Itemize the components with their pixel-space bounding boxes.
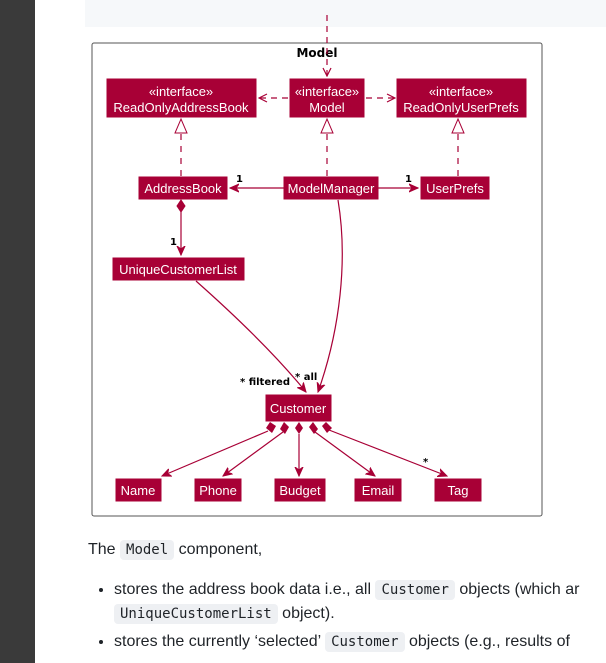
multiplicity-label: * <box>423 457 429 468</box>
node-label: Model <box>309 100 345 115</box>
node-phone: Phone <box>194 478 242 502</box>
node-label: AddressBook <box>144 181 222 196</box>
node-tag: Tag <box>434 478 482 502</box>
code-block-edge <box>85 0 606 27</box>
model-class-diagram: Model «interface» ReadOnlyAddressBook «i… <box>91 15 543 517</box>
intro-text: The <box>88 541 121 558</box>
node-unique-customer-list: UniqueCustomerList <box>112 257 245 281</box>
node-customer: Customer <box>265 394 332 422</box>
node-label: ReadOnlyAddressBook <box>113 100 249 115</box>
node-label: Customer <box>270 401 327 416</box>
multiplicity-label: * filtered <box>240 377 290 388</box>
bullet-text: stores the address book data i.e., all <box>114 581 376 598</box>
composition-customer-to-budget <box>295 422 303 476</box>
list-item: stores the currently ‘selected’ Customer… <box>114 630 606 654</box>
responsibility-list: stores the address book data i.e., all C… <box>88 578 606 658</box>
stereotype-label: «interface» <box>149 84 213 99</box>
inline-code: Model <box>120 540 175 560</box>
realization-address-book <box>174 117 188 176</box>
node-email: Email <box>354 478 402 502</box>
node-budget: Budget <box>274 478 326 502</box>
node-user-prefs: UserPrefs <box>420 176 490 200</box>
node-label: UserPrefs <box>426 181 484 196</box>
node-label: Phone <box>199 483 237 498</box>
node-read-only-user-prefs: «interface» ReadOnlyUserPrefs <box>396 78 527 118</box>
node-label: ReadOnlyUserPrefs <box>403 100 519 115</box>
stereotype-label: «interface» <box>429 84 493 99</box>
inline-code: Customer <box>375 580 455 600</box>
bullet-text: stores the currently ‘selected’ <box>114 633 326 650</box>
multiplicity-label: 1 <box>236 174 243 185</box>
node-label: Tag <box>448 483 469 498</box>
bullet-text: object). <box>277 605 335 622</box>
node-address-book: AddressBook <box>138 176 228 200</box>
stereotype-label: «interface» <box>295 84 359 99</box>
node-label: ModelManager <box>288 181 375 196</box>
inline-code: Customer <box>325 632 405 652</box>
realization-model-manager <box>320 117 334 176</box>
list-item: stores the address book data i.e., all C… <box>114 578 606 626</box>
intro-text: component, <box>174 541 263 558</box>
node-model-manager: ModelManager <box>283 176 379 200</box>
bullet-text: objects (e.g., results of <box>404 633 570 650</box>
package-frame <box>91 42 543 517</box>
node-label: UniqueCustomerList <box>119 262 237 277</box>
node-label: Name <box>121 483 156 498</box>
composition-address-book-to-list <box>177 199 185 255</box>
composition-customer-to-tag <box>322 422 447 476</box>
node-label: Email <box>362 483 395 498</box>
node-read-only-address-book: «interface» ReadOnlyAddressBook <box>106 78 257 118</box>
association-list-to-customer <box>195 280 306 392</box>
multiplicity-label: 1 <box>170 237 177 248</box>
model-intro-paragraph: The Model component, <box>88 538 606 562</box>
node-name: Name <box>115 478 162 502</box>
package-title: Model <box>296 46 337 60</box>
node-label: Budget <box>279 483 321 498</box>
composition-customer-to-email <box>309 422 375 476</box>
sidebar-strip <box>0 0 35 663</box>
inline-code: UniqueCustomerList <box>114 604 278 624</box>
composition-customer-to-name <box>162 422 276 476</box>
multiplicity-label: 1 <box>405 174 412 185</box>
realization-user-prefs <box>451 117 465 176</box>
node-model: «interface» Model <box>289 78 365 118</box>
bullet-text: objects (which ar <box>454 581 580 598</box>
association-manager-to-customer <box>318 199 343 392</box>
composition-customer-to-phone <box>223 422 289 476</box>
multiplicity-label: * all <box>295 372 317 383</box>
